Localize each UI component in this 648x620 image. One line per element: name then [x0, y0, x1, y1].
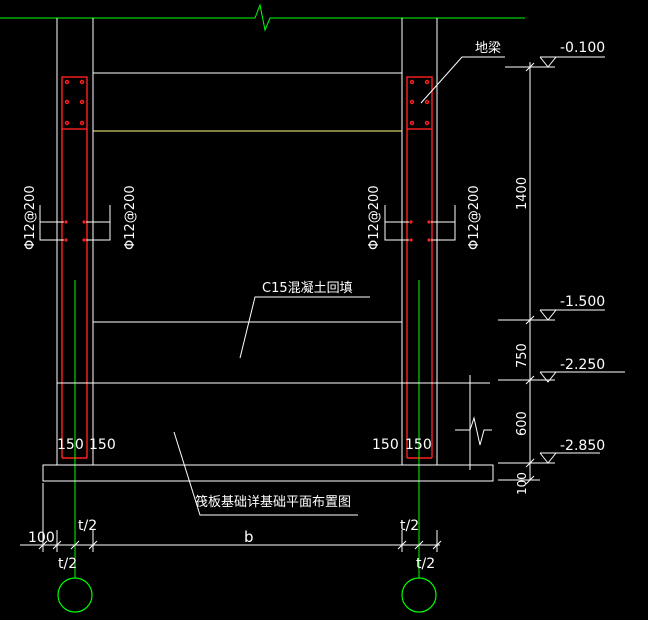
left-wall-hooks — [39, 205, 111, 241]
right-wall-hook-dots — [409, 220, 431, 242]
ground-beam-leader — [420, 56, 505, 104]
vdim-1400: 1400 — [515, 177, 530, 210]
elev-mid: -1.500 — [560, 294, 605, 310]
break-line-top — [0, 3, 525, 32]
vdim-100: 100 — [515, 472, 529, 495]
bdim-half-t-left-top: t/2 — [78, 518, 97, 534]
rebar-label-left-a: Φ12@200 — [23, 185, 38, 250]
bdim-half-t-left-bottom: t/2 — [58, 556, 77, 572]
elev-bottom: -2.850 — [560, 438, 605, 454]
elev-lower: -2.250 — [560, 357, 605, 373]
bdim-offset: 100 — [28, 530, 55, 546]
vertical-dimension — [498, 62, 555, 485]
backfill-lines — [57, 296, 490, 384]
dim-left-out: 150 — [89, 437, 116, 453]
dim-left-in: 150 — [57, 437, 84, 453]
right-wall — [401, 18, 438, 465]
left-wall-hook-dots — [64, 220, 86, 242]
axis-bubble-right — [401, 577, 437, 613]
bdim-half-t-right-top: t/2 — [400, 518, 419, 534]
right-beam-rebar — [406, 76, 433, 459]
raft-slab — [42, 431, 494, 516]
bdim-half-t-right-bottom: t/2 — [416, 556, 435, 572]
backfill-label: C15混凝土回填 — [262, 280, 353, 296]
bottom-dimensions — [20, 483, 442, 552]
axis-lines — [74, 280, 420, 578]
right-wall-hooks — [384, 205, 456, 241]
elev-top: -0.100 — [560, 40, 605, 56]
left-wall — [56, 18, 94, 465]
dim-right-out: 150 — [405, 437, 432, 453]
elevation-markers — [539, 56, 625, 464]
ground-beam-label: 地梁 — [475, 41, 501, 56]
axis-bubble-left — [57, 577, 93, 613]
dim-right-in: 150 — [372, 437, 399, 453]
break-symbol — [455, 416, 492, 446]
vdim-600: 600 — [515, 411, 530, 436]
vdim-750: 750 — [515, 343, 530, 368]
plan-ref-label: 筏板基础详基础平面布置图 — [195, 494, 351, 510]
rebar-label-left-b: Φ12@200 — [123, 185, 138, 250]
ground-beam-band — [93, 72, 402, 132]
rebar-label-right-b: Φ12@200 — [467, 185, 482, 250]
left-beam-rebar — [61, 76, 88, 459]
bdim-span: b — [244, 528, 254, 546]
rebar-label-right-a: Φ12@200 — [367, 185, 382, 250]
